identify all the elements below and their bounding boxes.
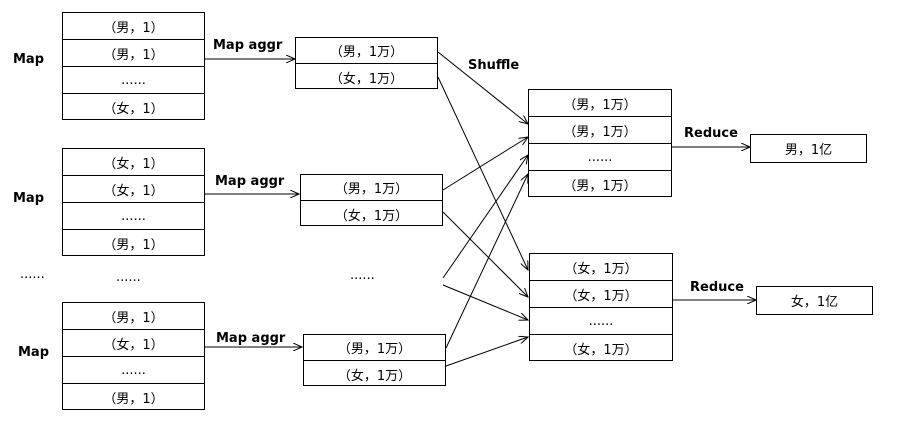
map-label-2: Map [13, 191, 45, 206]
reduce-label-2: Reduce [690, 280, 744, 295]
aggr-output-cell: （男，1万） [304, 335, 445, 361]
map-input-cell: （男，1） [63, 13, 204, 40]
map-aggr-label-1: Map aggr [213, 38, 283, 53]
map-input-cell: （女，1） [63, 149, 204, 176]
reduce-label-1: Reduce [684, 126, 738, 141]
shuffle-arrow-a2-male [442, 137, 528, 191]
map-input-cell: （女，1） [63, 330, 204, 357]
shuffle-arrow-dots-female [442, 284, 528, 320]
map-input-cell: （女，1） [103, 102, 164, 117]
shuffle-arrow-a3-female [445, 337, 528, 367]
reduce-input-cell: ...... [530, 308, 672, 335]
shuffle-arrow-a1-female [437, 76, 528, 270]
reduce-input-cell: （女，1万） [530, 281, 672, 308]
reduce-output-male: 男，1亿 [750, 134, 867, 163]
aggr-output-cell: （女，1万） [337, 368, 412, 384]
aggr-output-box-3: （男，1万） （女，1万） [303, 334, 446, 386]
aggr-output-cell: （女，1万） [329, 71, 404, 87]
reduce-input-cell: （女，1万） [564, 343, 638, 358]
map-input-cell: （男，1） [103, 392, 164, 407]
reduce-input-cell: （男，1万） [563, 179, 637, 194]
shuffle-arrow-dots-male [442, 155, 528, 279]
aggr-output-box-1: （男，1万） （女，1万） [295, 37, 438, 89]
reduce-input-cell: （男，1万） [529, 117, 671, 144]
map-input-box-1: （男，1） （男，1） ...... （女，1） [62, 12, 205, 120]
reduce-input-cell: （女，1万） [530, 254, 672, 281]
map-gap-label-dots: ...... [20, 267, 45, 282]
map-input-cell: （女，1） [63, 176, 204, 203]
map-input-box-3: （男，1） （女，1） ...... （男，1） [62, 302, 205, 410]
reduce-input-box-female: （女，1万） （女，1万） ...... （女，1万） [529, 253, 673, 361]
map-label-3: Map [18, 345, 50, 360]
shuffle-arrow-a3-male [445, 174, 528, 349]
map-input-gap-dots: ...... [116, 270, 141, 285]
reduce-input-cell: （男，1万） [529, 90, 671, 117]
map-input-cell: ...... [63, 203, 204, 230]
map-aggr-label-3: Map aggr [216, 331, 286, 346]
map-label-1: Map [13, 52, 45, 67]
reduce-output-female: 女，1亿 [756, 286, 873, 315]
shuffle-arrow-a1-male [437, 51, 528, 124]
map-aggr-label-2: Map aggr [215, 174, 285, 189]
shuffle-arrow-a2-female [442, 211, 528, 297]
reduce-input-box-male: （男，1万） （男，1万） ...... （男，1万） [528, 89, 672, 197]
map-input-cell: ...... [63, 67, 204, 94]
map-input-box-2: （女，1） （女，1） ...... （男，1） [62, 148, 205, 256]
aggr-output-cell: （男，1万） [296, 38, 437, 64]
reduce-input-cell: ...... [529, 144, 671, 171]
shuffle-label: Shuffle [468, 58, 520, 73]
aggr-output-cell: （男，1万） [301, 175, 442, 201]
map-input-cell: （男，1） [63, 40, 204, 67]
aggr-output-cell: （女，1万） [334, 208, 409, 224]
aggr-output-box-2: （男，1万） （女，1万） [300, 174, 443, 226]
map-input-cell: ...... [63, 357, 204, 384]
map-input-cell: （男，1） [63, 303, 204, 330]
map-input-cell: （男，1） [103, 238, 164, 253]
aggr-gap-dots: ...... [350, 268, 375, 283]
